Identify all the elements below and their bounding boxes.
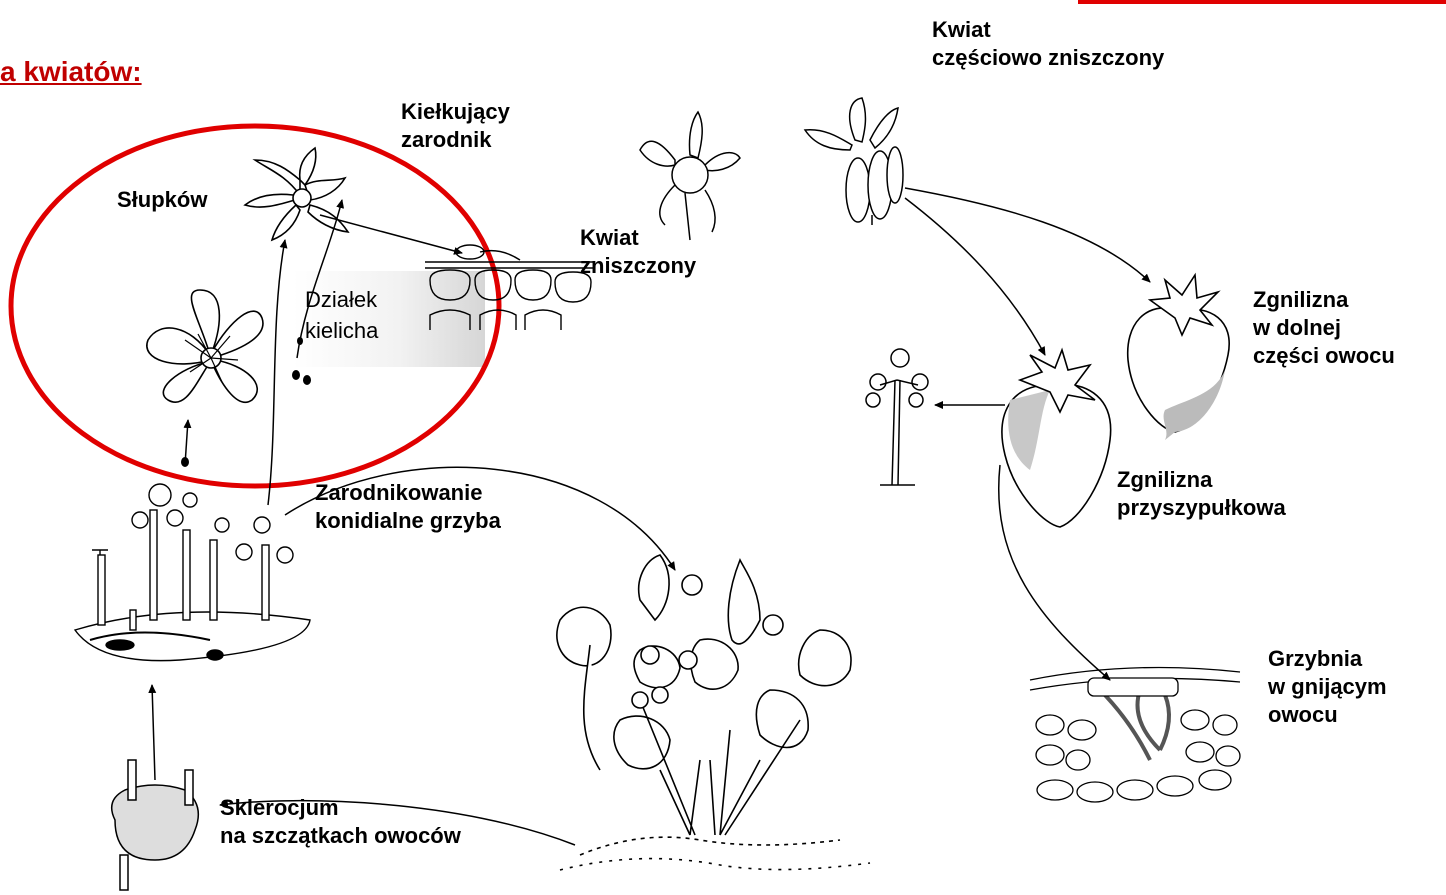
pistils-label: Słupków bbox=[117, 186, 207, 214]
germinating-spore-tissue bbox=[425, 245, 595, 330]
strawberry-stem-rot-drawing bbox=[1002, 350, 1111, 527]
arrow-flower-to-stem-rot bbox=[905, 198, 1045, 355]
highlight-ellipse bbox=[11, 126, 499, 486]
destroyed-flower-drawing bbox=[640, 112, 740, 240]
flower-bud-drawing bbox=[245, 148, 348, 240]
arrow-sclerotium-to-conidia bbox=[152, 685, 155, 780]
arrow-flower-to-lower-rot bbox=[905, 188, 1150, 282]
strawberry-lower-rot-drawing bbox=[1128, 275, 1229, 440]
arrow-bud-to-spore bbox=[320, 215, 462, 253]
partially-destroyed-flower-drawing bbox=[805, 98, 903, 225]
tissue-cells bbox=[1036, 710, 1240, 802]
arrow-conidia-to-bud bbox=[268, 240, 285, 505]
strawberry-plant-drawing bbox=[557, 555, 870, 870]
mycelium-tissue-drawing bbox=[1030, 668, 1240, 803]
conidiophore-right-drawing bbox=[866, 349, 928, 485]
conidiophores-left-drawing bbox=[75, 484, 310, 661]
